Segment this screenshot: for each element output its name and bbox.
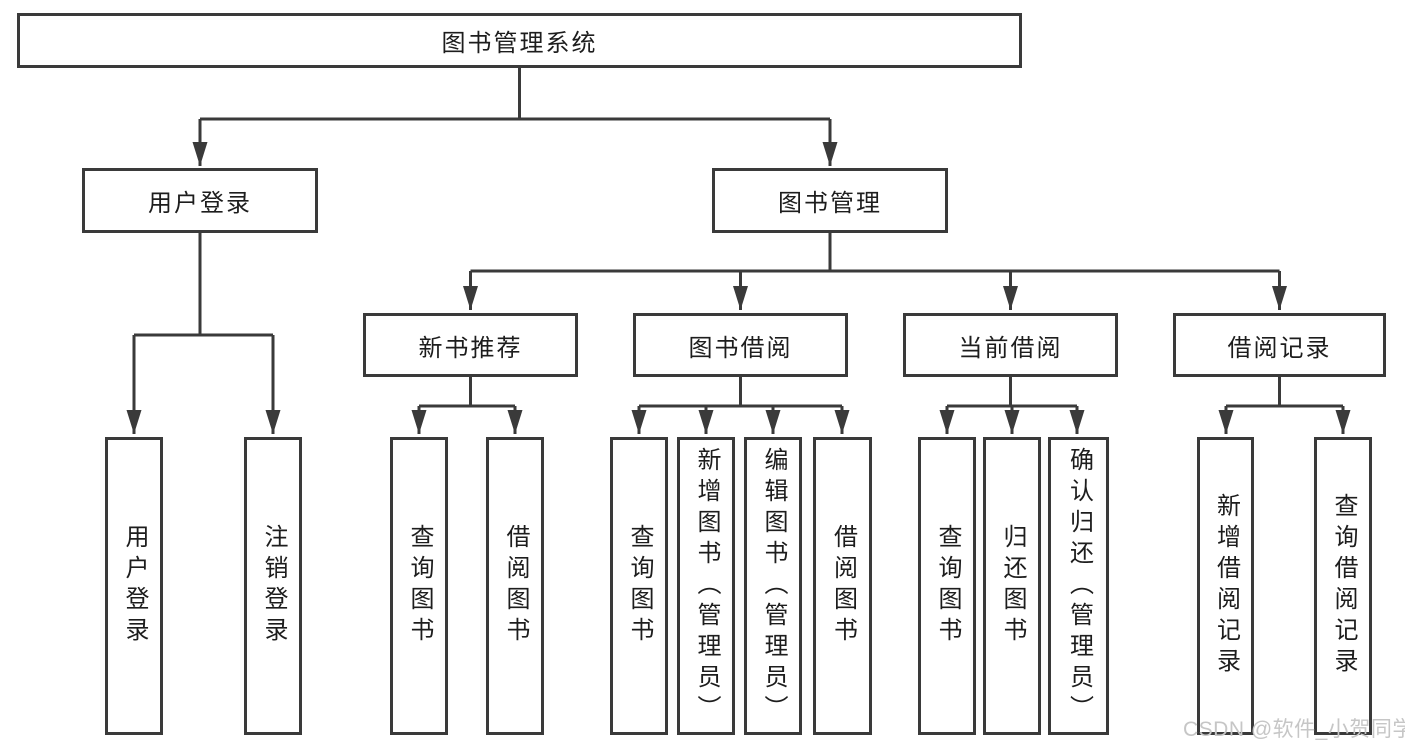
leaf-label: 确认归还（管理员） [1065,446,1093,726]
leaf-label: 编辑图书（管理员） [760,446,787,726]
node-current-borrow: 当前借阅 [903,313,1118,377]
leaf-label: 查询图书 [934,524,961,648]
leaf-label: 用户登录 [121,524,148,648]
leaf-label: 查询借阅记录 [1330,493,1357,679]
leaf-label: 查询图书 [406,524,433,648]
leaf-label: 借阅图书 [829,524,857,648]
leaf-query-books-recommend: 查询图书 [390,437,448,735]
leaf-borrow-books: 借阅图书 [813,437,872,735]
leaf-label: 注销登录 [260,524,287,648]
leaf-query-borrow-record: 查询借阅记录 [1314,437,1372,735]
leaf-query-books-borrow: 查询图书 [610,437,668,735]
leaf-borrow-books-recommend: 借阅图书 [486,437,544,735]
leaf-label: 归还图书 [999,524,1026,648]
leaf-add-borrow-record: 新增借阅记录 [1197,437,1254,735]
leaf-label: 新增图书（管理员） [693,446,720,726]
leaf-return-book: 归还图书 [983,437,1041,735]
leaf-user-login: 用户登录 [105,437,163,735]
leaf-label: 借阅图书 [502,524,529,648]
node-new-book-recommend: 新书推荐 [363,313,578,377]
leaf-label: 查询图书 [626,524,653,648]
node-book-management: 图书管理 [712,168,948,233]
leaf-logout: 注销登录 [244,437,302,735]
csdn-watermark: CSDN @软件_小贺同学 [1183,718,1405,741]
leaf-confirm-return-admin: 确认归还（管理员） [1048,437,1109,735]
node-borrow-records: 借阅记录 [1173,313,1386,377]
node-user-login: 用户登录 [82,168,318,233]
node-book-borrow: 图书借阅 [633,313,848,377]
leaf-label: 新增借阅记录 [1212,493,1240,679]
leaf-edit-book-admin: 编辑图书（管理员） [744,437,802,735]
leaf-add-book-admin: 新增图书（管理员） [677,437,735,735]
leaf-query-books-current: 查询图书 [918,437,976,735]
node-root-system: 图书管理系统 [17,13,1022,68]
